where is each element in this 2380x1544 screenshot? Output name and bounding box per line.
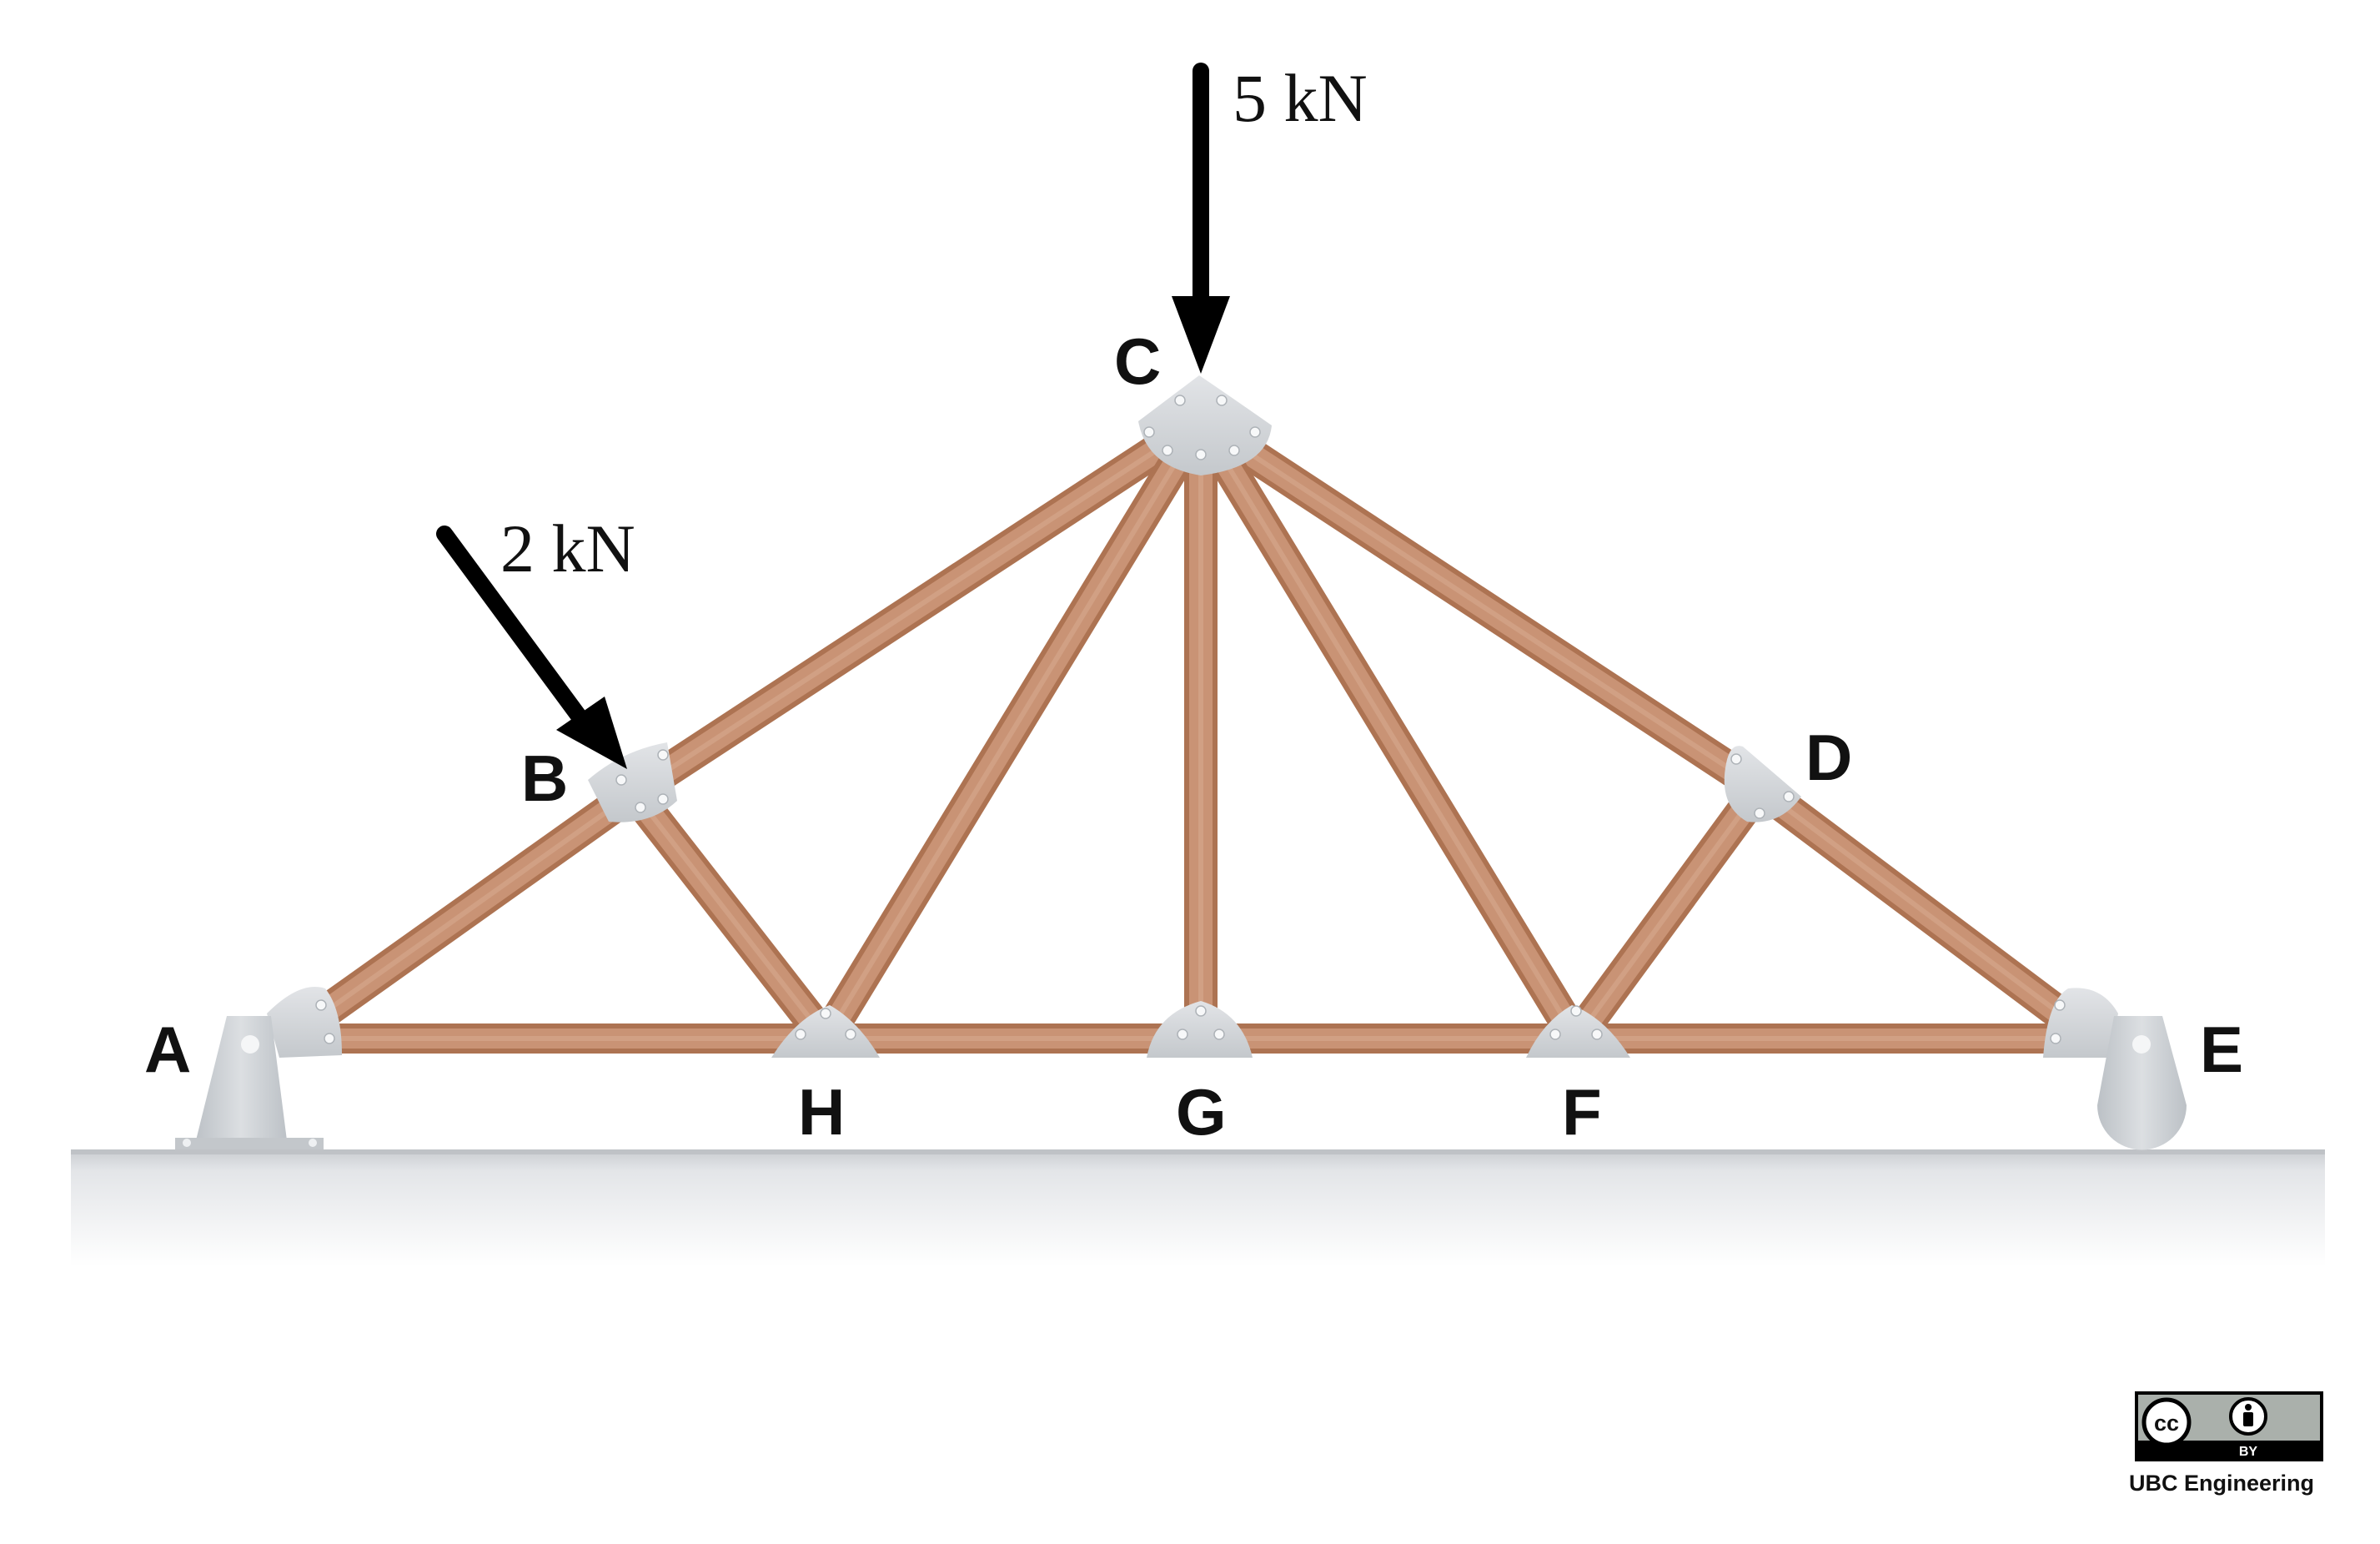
member-bc <box>625 407 1210 807</box>
rivet <box>1730 753 1742 765</box>
cc-by-license-badge: cc BY <box>2135 1391 2323 1461</box>
by-label: BY <box>2239 1445 2258 1459</box>
rivet <box>1549 1028 1561 1040</box>
rivet <box>1213 1028 1225 1040</box>
member-ab <box>278 778 644 1053</box>
load-arrow-c <box>1172 63 1230 374</box>
member-de <box>1750 775 2103 1052</box>
rivet <box>324 1033 335 1044</box>
rivet <box>315 999 327 1011</box>
node-label-e: E <box>2200 1013 2243 1086</box>
rivet <box>820 1008 831 1019</box>
rivet <box>845 1028 856 1040</box>
truss-members <box>278 407 2103 1054</box>
gusset-plate-h <box>771 1005 880 1058</box>
rivet <box>635 802 646 813</box>
rivet <box>1174 395 1186 406</box>
gusset-plate-f <box>1526 1005 1630 1058</box>
rivet <box>615 774 627 786</box>
rivet <box>1783 791 1795 802</box>
member-fd <box>1562 778 1774 1049</box>
rivet <box>657 749 669 761</box>
node-label-c: C <box>1114 324 1161 398</box>
attribution-person-icon <box>2229 1397 2267 1436</box>
member-hc <box>811 412 1216 1048</box>
member-cd <box>1192 407 1769 802</box>
rivet <box>1570 1005 1582 1017</box>
rivet <box>657 793 669 805</box>
rivet <box>795 1028 806 1040</box>
rivets <box>315 395 2066 1044</box>
rivet <box>2050 1033 2061 1044</box>
credit-text: UBC Engineering <box>2129 1471 2314 1496</box>
node-label-a: A <box>144 1013 191 1086</box>
node-label-f: F <box>1562 1075 1602 1149</box>
ground <box>71 1149 2325 1266</box>
svg-text:cc: cc <box>2154 1411 2179 1436</box>
node-label-b: B <box>521 742 568 815</box>
rivet <box>1249 426 1261 438</box>
rivet <box>1143 426 1155 438</box>
pin-support-a <box>175 1016 324 1149</box>
rivet <box>1162 445 1173 456</box>
gusset-plate-d <box>1724 746 1801 822</box>
rivet <box>1195 449 1207 460</box>
load-arrow-b <box>436 526 627 769</box>
rivet <box>1591 1028 1603 1040</box>
rivet <box>1177 1028 1188 1040</box>
gusset-plate-a <box>267 987 342 1058</box>
rivet <box>1195 1005 1207 1017</box>
gusset-plate-b <box>588 742 677 822</box>
roller-support-e <box>2097 1016 2187 1150</box>
member-cf <box>1186 412 1591 1048</box>
load-label-c: 5 kN <box>1233 60 1368 136</box>
rivet <box>1754 807 1765 819</box>
gusset-plate-g <box>1147 1001 1253 1058</box>
rivet <box>1216 395 1228 406</box>
rivet <box>2054 999 2066 1011</box>
node-label-h: H <box>798 1075 845 1149</box>
member-bh <box>620 782 839 1049</box>
load-label-b: 2 kN <box>500 510 635 586</box>
node-label-d: D <box>1805 721 1852 794</box>
rivet <box>1228 445 1240 456</box>
cc-icon: cc <box>2141 1397 2192 1447</box>
node-label-g: G <box>1176 1075 1227 1149</box>
